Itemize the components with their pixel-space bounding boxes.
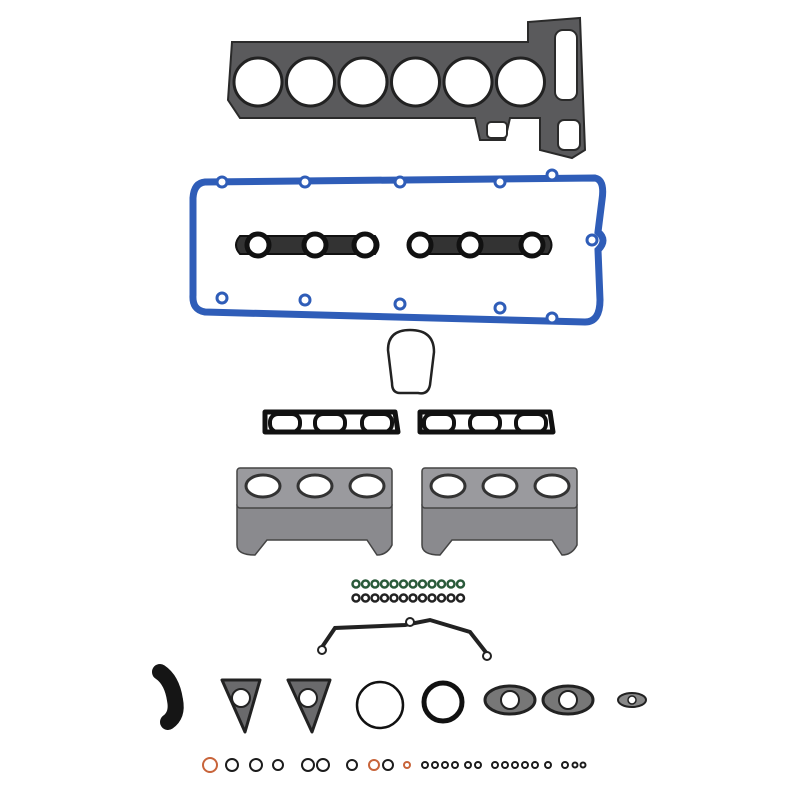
exhaust-port: [533, 473, 571, 499]
bolt-eye: [393, 175, 407, 189]
valve-stem-seal: [389, 579, 399, 589]
bolt-eye: [298, 293, 312, 307]
valve-stem-seal: [436, 593, 447, 603]
valve-stem-seal: [351, 579, 361, 589]
valve-stem-seal: [446, 593, 456, 603]
valve-stem-seal: [408, 593, 418, 603]
exhaust-port: [348, 473, 386, 499]
valve-stem-seal: [370, 593, 380, 603]
seal-ring: [272, 759, 284, 771]
seal-ring: [451, 761, 459, 769]
seal-ring: [501, 761, 509, 769]
seal-ring: [474, 761, 482, 769]
valve-stem-seal: [360, 593, 371, 603]
spark-plug-tube-gasket-left: [235, 231, 380, 259]
seal-ring: [491, 761, 499, 769]
seal-ring: [511, 761, 519, 769]
valve-stem-seal: [455, 579, 466, 589]
seal-ring: [346, 759, 358, 771]
exhaust-port: [429, 473, 467, 499]
egr-flange-gasket: [483, 684, 537, 716]
cylinder-bore: [285, 56, 336, 108]
seal-ring: [571, 761, 579, 769]
exhaust-port: [244, 473, 282, 499]
coolant-port: [554, 29, 578, 101]
seal-ring: [441, 761, 449, 769]
seal-ring: [382, 759, 394, 771]
egr-flange-gasket: [541, 684, 595, 716]
valve-stem-seal: [427, 593, 437, 603]
valve-stem-seal: [389, 593, 399, 603]
heat-shield: [421, 504, 578, 556]
thermostat-seal: [386, 328, 436, 395]
small-flange-gasket: [617, 692, 647, 708]
exhaust-manifold-gasket: [236, 467, 393, 556]
bolt-eye: [215, 175, 229, 189]
seal-ring: [249, 758, 263, 772]
valve-stem-seal: [379, 593, 390, 603]
seal-ring: [202, 757, 218, 773]
exhaust-port: [481, 473, 519, 499]
valve-stem-seal: [360, 579, 371, 589]
seal-ring: [225, 758, 239, 772]
bolt-eye: [393, 297, 407, 311]
cylinder-head-gasket: [226, 16, 587, 160]
seal-ring: [531, 761, 539, 769]
seal-ring: [544, 761, 552, 769]
valve-stem-seal: [427, 579, 437, 589]
valve-stem-seal: [398, 593, 409, 603]
crankshaft-seal: [421, 680, 465, 724]
bolt-eye: [493, 301, 507, 315]
heat-shield: [236, 504, 393, 556]
spark-plug-tube-gasket-right: [406, 231, 553, 259]
bolt-eye: [545, 311, 559, 325]
seal-ring: [579, 761, 587, 769]
seal-ring: [431, 761, 439, 769]
valve-stem-seal: [417, 579, 428, 589]
oil-port: [557, 119, 581, 151]
oil-port: [486, 121, 508, 139]
cylinder-bore: [495, 56, 546, 108]
seal-ring: [316, 758, 330, 772]
seal-ring: [368, 759, 380, 771]
bolt-eye: [545, 168, 559, 182]
cylinder-bore: [337, 56, 389, 108]
valve-stem-seal: [417, 593, 428, 603]
bolt-eye: [585, 233, 599, 247]
exhaust-flange-gasket: [286, 678, 332, 734]
seal-ring: [561, 761, 569, 769]
valve-stem-seal: [455, 593, 466, 603]
seal-ring: [521, 761, 529, 769]
bolt-eye: [493, 175, 507, 189]
exhaust-flange-gasket: [220, 678, 262, 734]
breather-hose: [152, 664, 184, 730]
valve-stem-seal: [398, 579, 409, 589]
seal-ring: [464, 761, 472, 769]
cylinder-bore: [442, 56, 494, 108]
valve-stem-seal: [370, 579, 380, 589]
seal-ring: [421, 761, 429, 769]
valve-cover-gasket: [189, 168, 607, 326]
cylinder-bore: [390, 56, 441, 108]
o-ring-large: [355, 680, 405, 730]
intake-manifold-gasket-left: [262, 409, 401, 435]
cylinder-bore: [232, 56, 284, 108]
valve-stem-seal: [351, 593, 361, 603]
bolt-eye: [215, 291, 229, 305]
valve-stem-seal: [408, 579, 418, 589]
seal-ring: [403, 761, 411, 769]
timing-cover-gasket: [317, 617, 492, 661]
seal-ring: [301, 758, 315, 772]
exhaust-manifold-gasket: [421, 467, 578, 556]
valve-stem-seal: [436, 579, 447, 589]
bolt-eye: [298, 175, 312, 189]
exhaust-port: [296, 473, 334, 499]
valve-stem-seal: [379, 579, 390, 589]
valve-stem-seal: [446, 579, 456, 589]
valve-stem-seals: [351, 579, 466, 603]
intake-manifold-gasket-right: [417, 409, 556, 435]
small-seal-rings: [202, 757, 587, 773]
